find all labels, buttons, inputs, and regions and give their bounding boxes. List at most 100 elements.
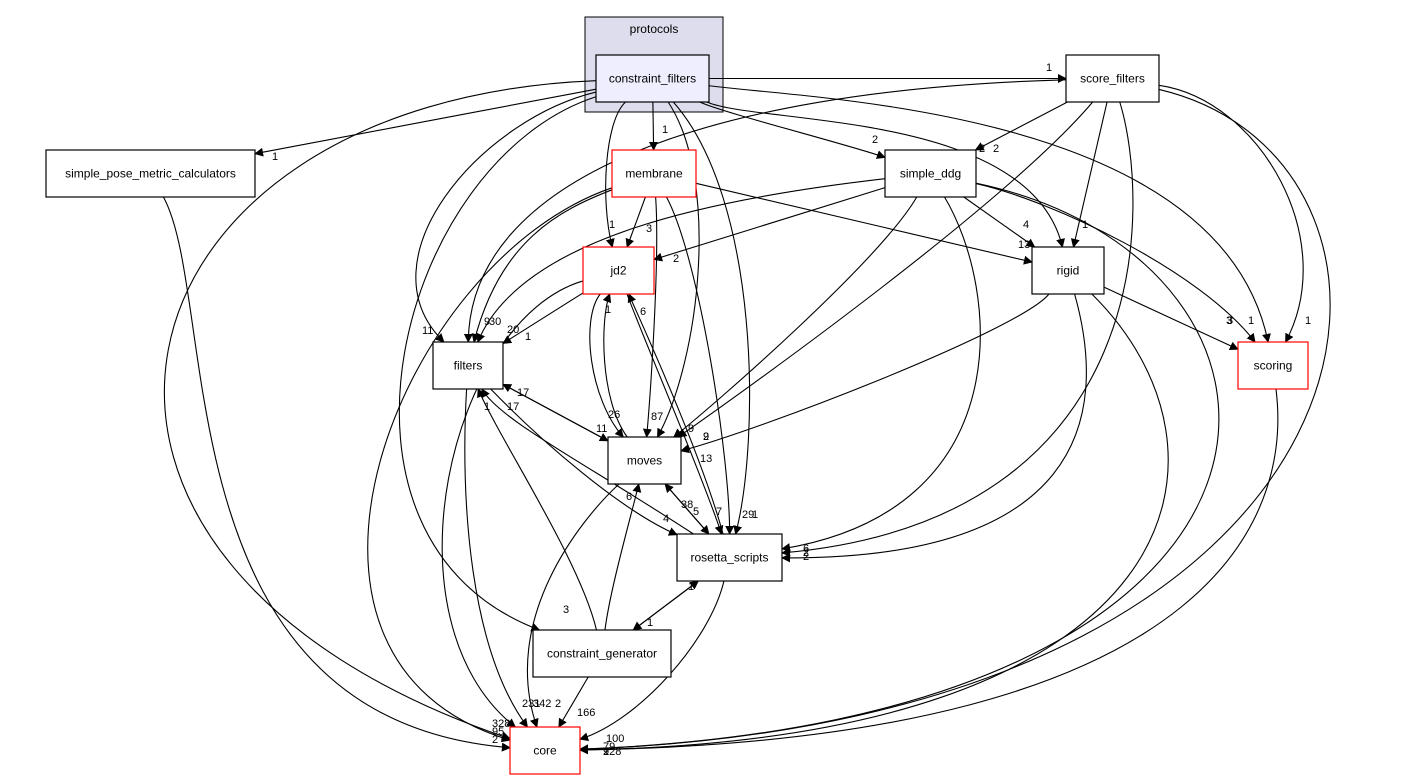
node-label-simple_pose_metric_calculators[interactable]: simple_pose_metric_calculators — [65, 167, 236, 181]
node-label-moves[interactable]: moves — [627, 454, 662, 468]
edge-label-moves-to-filters[interactable]: 17 — [517, 387, 529, 399]
edge-label-score_filters-to-simple_ddg[interactable]: 2 — [979, 143, 985, 155]
node-simple_ddg[interactable]: simple_ddg — [884, 149, 977, 198]
edge-jd2-to-filters[interactable] — [502, 292, 584, 344]
edge-label-rigid-to-scoring[interactable]: 3 — [1227, 315, 1233, 327]
edge-constraint_filters-to-simple_pose_metric_calculators[interactable] — [254, 88, 597, 157]
node-label-filters[interactable]: filters — [454, 359, 483, 373]
edge-label-simple_ddg-to-core[interactable]: 1 — [603, 746, 609, 758]
edge-label-membrane-to-rosetta_scripts[interactable]: 1 — [752, 509, 758, 521]
edge-label-simple_ddg-to-scoring[interactable]: 3 — [1226, 315, 1232, 327]
node-box-scoring[interactable] — [1237, 341, 1309, 390]
edge-simple_pose_metric_calculators-to-core[interactable] — [162, 196, 511, 752]
edge-score_filters-to-rigid[interactable] — [1070, 101, 1108, 248]
edge-constraint_filters-to-moves[interactable] — [656, 101, 700, 438]
node-box-simple_ddg[interactable] — [884, 149, 977, 198]
edge-label-jd2-to-filters[interactable]: 1 — [525, 331, 531, 343]
edge-membrane-to-core[interactable] — [367, 187, 613, 743]
edge-constraint_generator-to-core[interactable] — [558, 676, 589, 728]
edge-simple_ddg-to-scoring[interactable] — [975, 183, 1256, 343]
node-jd2[interactable]: jd2 — [582, 246, 655, 295]
edge-rigid-to-core[interactable] — [579, 293, 1169, 755]
edge-label-constraint_filters-to-core[interactable]: 328 — [492, 718, 510, 730]
edge-constraint_generator-to-rosetta_scripts[interactable] — [632, 580, 700, 631]
edge-label-constraint_filters-to-moves[interactable]: 9 — [688, 423, 694, 435]
edge-moves-to-core[interactable] — [526, 483, 620, 728]
edge-moves-to-jd2[interactable] — [602, 293, 628, 438]
node-core[interactable]: core — [509, 726, 581, 775]
node-label-constraint_generator[interactable]: constraint_generator — [547, 647, 657, 661]
edge-label-membrane-to-rigid[interactable]: 13 — [1018, 239, 1030, 251]
edge-label-constraint_generator-to-filters[interactable]: 1 — [484, 401, 490, 413]
edge-label-rosetta_scripts-to-jd2[interactable]: 6 — [640, 306, 646, 318]
node-score_filters[interactable]: score_filters — [1065, 54, 1160, 103]
node-moves[interactable]: moves — [607, 436, 682, 485]
node-membrane[interactable]: membrane — [611, 149, 697, 198]
edge-constraint_filters-to-core[interactable] — [163, 80, 597, 741]
edge-label-moves-to-core[interactable]: 2 — [555, 698, 561, 710]
edge-constraint_generator-to-moves[interactable] — [604, 483, 642, 631]
node-label-rosetta_scripts[interactable]: rosetta_scripts — [690, 551, 768, 565]
edge-label-rosetta_scripts-to-core[interactable]: 100 — [606, 733, 624, 745]
edge-jd2-to-moves[interactable] — [589, 293, 624, 438]
edge-score_filters-to-simple_ddg[interactable] — [974, 101, 1068, 151]
edge-constraint_filters-to-scoring[interactable] — [708, 85, 1271, 343]
edge-label-simple_ddg-to-jd2[interactable]: 2 — [673, 253, 679, 265]
edge-label-jd2-to-rosetta_scripts[interactable]: 7 — [716, 506, 722, 518]
node-label-scoring[interactable]: scoring — [1254, 359, 1293, 373]
edge-label-constraint_filters-to-scoring[interactable]: 1 — [1248, 315, 1254, 327]
node-rosetta_scripts[interactable]: rosetta_scripts — [676, 533, 783, 582]
node-simple_pose_metric_calculators[interactable]: simple_pose_metric_calculators — [45, 149, 256, 198]
edge-label-score_filters-to-core[interactable]: 228 — [603, 746, 621, 758]
edge-label-rigid-to-rosetta_scripts[interactable]: 2 — [803, 547, 809, 559]
node-box-moves[interactable] — [607, 436, 682, 485]
edge-rosetta_scripts-to-moves[interactable] — [664, 483, 710, 535]
edge-label-score_filters-to-moves[interactable]: 2 — [703, 431, 709, 443]
edge-label-constraint_filters-to-constraint_generator[interactable]: 3 — [563, 604, 569, 616]
edge-label-constraint_generator-to-core[interactable]: 166 — [577, 707, 595, 719]
edge-membrane-to-filters[interactable] — [471, 189, 613, 343]
edge-label-filters-to-moves[interactable]: 11 — [596, 423, 607, 435]
edge-label-rosetta_scripts-to-filters[interactable]: 17 — [507, 401, 519, 413]
edge-label-rosetta_scripts-to-constraint_generator[interactable]: 1 — [647, 617, 653, 629]
edge-label-simple_ddg-to-moves[interactable]: 9 — [703, 431, 709, 443]
edge-label-score_filters-to-rosetta_scripts[interactable]: 6 — [803, 543, 809, 555]
edge-simple_ddg-to-rosetta_scripts[interactable] — [781, 196, 981, 553]
edge-scoring-to-core[interactable] — [579, 388, 1279, 755]
edge-rigid-to-scoring[interactable] — [1103, 286, 1239, 350]
edge-label-score_filters-to-filters[interactable]: 9 — [484, 316, 490, 328]
edge-constraint_filters-to-rigid[interactable] — [706, 101, 1065, 248]
edge-label-constraint_filters-to-score_filters[interactable]: 1 — [1046, 62, 1052, 74]
edge-score_filters-to-filters[interactable] — [463, 79, 1067, 343]
edge-filters-to-rosetta_scripts[interactable] — [490, 388, 678, 536]
edge-rosetta_scripts-to-jd2[interactable] — [627, 293, 724, 535]
edge-label-moves-to-rosetta_scripts[interactable]: 5 — [693, 506, 699, 518]
edge-label-simple_ddg-to-filters[interactable]: 20 — [507, 324, 519, 336]
edge-label-score_filters-to-scoring[interactable]: 1 — [1305, 315, 1311, 327]
edge-simple_ddg-to-filters[interactable] — [476, 178, 886, 343]
node-rigid[interactable]: rigid — [1031, 246, 1105, 295]
edge-label-moves-to-jd2[interactable]: 1 — [605, 304, 611, 316]
edge-label-rigid-to-moves[interactable]: 13 — [700, 453, 712, 465]
node-constraint_generator[interactable]: constraint_generator — [532, 629, 672, 678]
edge-label-simple_ddg-to-rosetta_scripts[interactable]: 2 — [803, 551, 809, 563]
edge-score_filters-to-moves[interactable] — [677, 101, 1094, 438]
edge-constraint_filters-to-jd2[interactable] — [605, 101, 626, 248]
edge-simple_ddg-to-jd2[interactable] — [653, 187, 886, 262]
edge-score_filters-to-scoring[interactable] — [1158, 84, 1304, 343]
edge-label-filters-to-core[interactable]: 342 — [533, 698, 551, 710]
node-box-rigid[interactable] — [1031, 246, 1105, 295]
edge-constraint_filters-to-rosetta_scripts[interactable] — [672, 101, 751, 535]
edge-label-membrane-to-moves[interactable]: 87 — [651, 411, 663, 423]
edge-label-scoring-to-core[interactable]: 9 — [603, 746, 609, 758]
node-label-jd2[interactable]: jd2 — [609, 264, 626, 278]
edge-membrane-to-rigid[interactable] — [695, 182, 1033, 265]
edge-label-rigid-to-core[interactable]: 79 — [603, 741, 615, 753]
edge-moves-to-filters[interactable] — [502, 383, 609, 442]
node-label-rigid[interactable]: rigid — [1057, 264, 1080, 278]
edge-label-membrane-to-core[interactable]: 2 — [492, 734, 498, 746]
edge-membrane-to-jd2[interactable] — [625, 196, 646, 248]
edge-score_filters-to-rosetta_scripts[interactable] — [781, 101, 1134, 557]
edge-label-constraint_generator-to-moves[interactable]: 6 — [626, 491, 632, 503]
node-box-constraint_filters[interactable] — [595, 54, 710, 103]
